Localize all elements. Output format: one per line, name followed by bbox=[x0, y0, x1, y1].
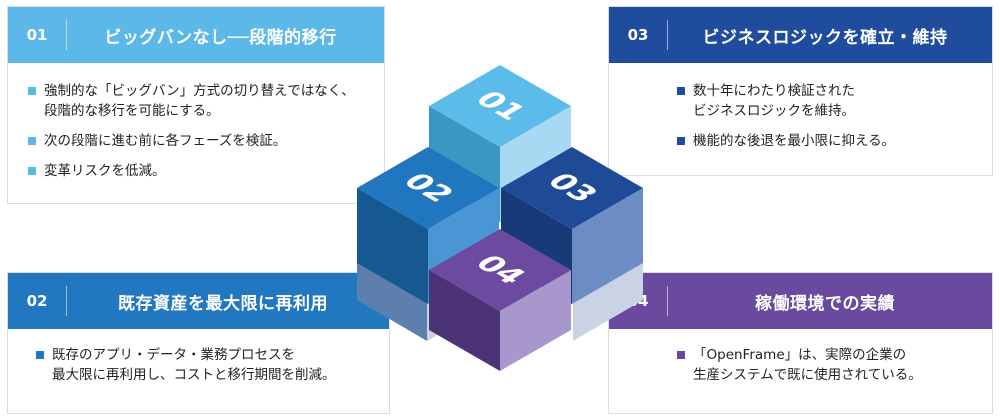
card-02-title: 既存資産を最大限に再利用 bbox=[118, 293, 328, 314]
card-01: 01 ビッグバンなし──段階的移行 強制的な「ビッグバン」方式の切り替えではなく… bbox=[7, 6, 385, 204]
cube-01-top-face bbox=[429, 65, 571, 147]
card-02-number: 02 bbox=[8, 286, 67, 316]
card-02-item-1: 既存のアプリ・データ・業務プロセスを 最大限に再利用し、コストと移行期間を削減。 bbox=[36, 345, 375, 385]
card-03-item-2: 機能的な後退を最小限に抑える。 bbox=[677, 131, 978, 151]
cube-03-top-face bbox=[501, 147, 643, 229]
cube-02-left-face bbox=[357, 188, 428, 304]
card-04-list: 「OpenFrame」は、実際の企業の 生産システムで既に使用されている。 bbox=[677, 345, 978, 385]
card-02-list: 既存のアプリ・データ・業務プロセスを 最大限に再利用し、コストと移行期間を削減。 bbox=[36, 345, 375, 385]
card-04: 04 稼働環境での実績 「OpenFrame」は、実際の企業の 生産システムで既… bbox=[608, 272, 993, 414]
card-01-item-1: 強制的な「ビッグバン」方式の切り替えではなく、 段階的な移行を可能にする。 bbox=[28, 81, 370, 121]
cube-04: 04 bbox=[429, 229, 571, 371]
card-04-header: 04 稼働環境での実績 bbox=[609, 273, 992, 329]
card-01-number: 01 bbox=[8, 20, 67, 50]
card-01-title: ビッグバンなし──段階的移行 bbox=[104, 27, 337, 48]
cube-04-right-face bbox=[500, 270, 571, 371]
card-03-body: 数十年にわたり検証された ビジネスロジックを維持。 機能的な後退を最小限に抑える… bbox=[609, 63, 992, 171]
cube-03: 03 bbox=[501, 147, 643, 304]
cube-04-top-face bbox=[429, 229, 571, 311]
card-01-list: 強制的な「ビッグバン」方式の切り替えではなく、 段階的な移行を可能にする。 次の… bbox=[28, 81, 370, 181]
card-01-item-2: 次の段階に進む前に各フェーズを検証。 bbox=[28, 131, 370, 151]
card-04-item-1: 「OpenFrame」は、実際の企業の 生産システムで既に使用されている。 bbox=[677, 345, 978, 385]
card-02-body: 既存のアプリ・データ・業務プロセスを 最大限に再利用し、コストと移行期間を削減。 bbox=[8, 329, 389, 405]
card-01-item-3: 変革リスクを低減。 bbox=[28, 161, 370, 181]
card-03-title: ビジネスロジックを確立・維持 bbox=[702, 27, 948, 48]
card-03-header: 03 ビジネスロジックを確立・維持 bbox=[609, 7, 992, 63]
card-04-title: 稼働環境での実績 bbox=[755, 293, 895, 314]
cube-cluster-diagram: 01 02 03 04 bbox=[357, 65, 643, 371]
card-03-item-1: 数十年にわたり検証された ビジネスロジックを維持。 bbox=[677, 81, 978, 121]
cube-03-right-face bbox=[572, 188, 643, 304]
card-03-number: 03 bbox=[609, 20, 668, 50]
card-03-list: 数十年にわたり検証された ビジネスロジックを維持。 機能的な後退を最小限に抑える… bbox=[677, 81, 978, 151]
card-01-body: 強制的な「ビッグバン」方式の切り替えではなく、 段階的な移行を可能にする。 次の… bbox=[8, 63, 384, 201]
cube-04-left-face bbox=[429, 270, 500, 371]
card-02-header: 02 既存資産を最大限に再利用 bbox=[8, 273, 389, 329]
card-03: 03 ビジネスロジックを確立・維持 数十年にわたり検証された ビジネスロジックを… bbox=[608, 6, 993, 176]
card-04-body: 「OpenFrame」は、実際の企業の 生産システムで既に使用されている。 bbox=[609, 329, 992, 405]
card-02: 02 既存資産を最大限に再利用 既存のアプリ・データ・業務プロセスを 最大限に再… bbox=[7, 272, 390, 414]
cube-02-top-face bbox=[357, 147, 499, 229]
card-01-header: 01 ビッグバンなし──段階的移行 bbox=[8, 7, 384, 63]
